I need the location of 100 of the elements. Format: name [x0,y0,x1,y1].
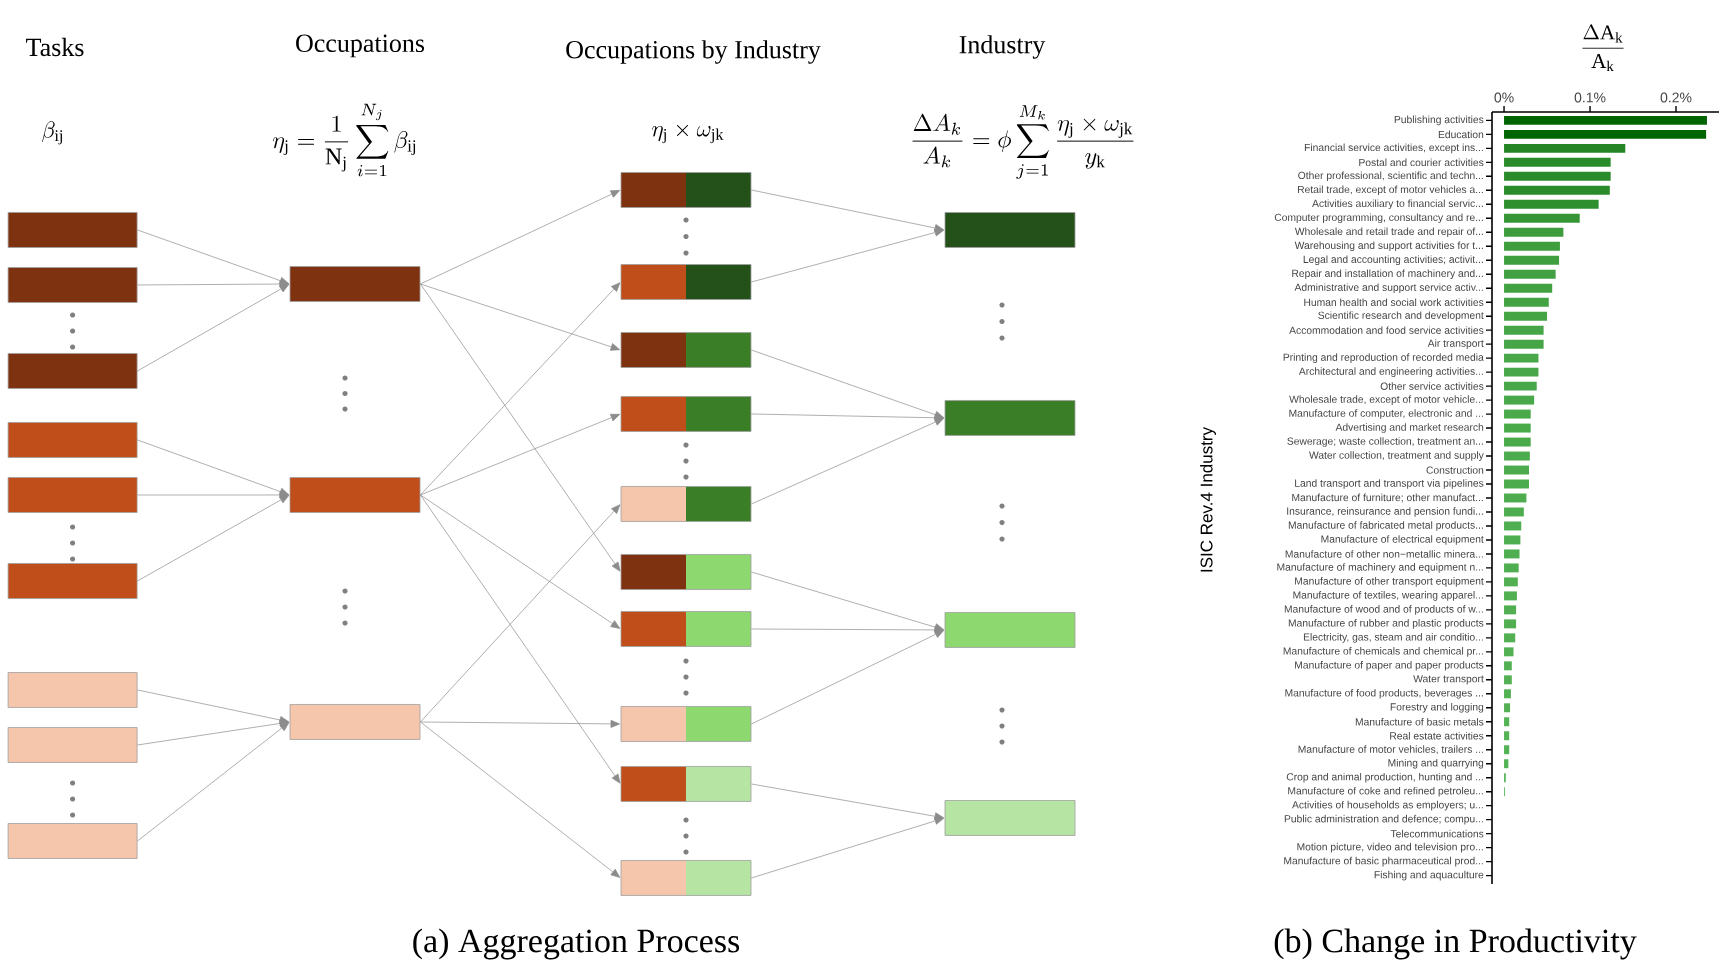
arrow [137,439,290,496]
y-tick-label: Other service activities [1380,382,1484,390]
formula: $\eta_{\mathrm{j}} \times \omega_{\mathrm{jk}}$ [652,124,724,144]
y-tick-label: Activities auxiliary to financial servic... [1312,199,1483,210]
arrow [420,719,620,728]
split-box [620,766,752,802]
task-box [7,267,138,303]
y-tick-label: Electricity, gas, steam and air conditio... [1303,633,1483,643]
y-tick-label: Manufacture of textiles, wearing apparel... [1293,591,1483,601]
y-tick-label: Manufacture of computer, electronic and ... [1289,409,1483,419]
split-box [620,264,752,300]
arrow [751,413,944,422]
bar [1504,731,1510,741]
y-tick-label: Activities of households as employers; u... [1292,800,1483,811]
y-tick-label: Telecommunications [1390,829,1484,838]
split-box [620,706,752,742]
bar [1504,157,1611,167]
arrow [137,495,290,582]
bar [1504,451,1530,461]
y-tick-label: Public administration and defence; compu... [1284,814,1483,825]
task-box [7,823,138,859]
y-tick-label: Manufacture of food products, beverages ... [1285,688,1483,699]
x-tick-label: 0% [1494,92,1514,103]
arrow [137,722,290,842]
y-tick-label: Other professional, scientific and techn... [1298,171,1483,182]
task-box [7,672,138,708]
bar [1504,199,1599,209]
arrow [751,349,945,419]
arrow [137,491,289,499]
bar [1504,311,1548,321]
task-box [7,727,138,763]
arrow [751,626,944,634]
bar [1504,661,1512,671]
arrow [137,280,289,288]
column-heading: Occupations by Industry [566,40,821,64]
y-tick-label: Land transport and transport via pipelines [1295,479,1484,489]
industry-box [944,212,1076,248]
y-tick-label: Manufacture of fabricated metal products... [1288,521,1483,531]
y-tick-label: Manufacture of paper and paper products [1295,661,1484,671]
y-tick-label: Manufacture of furniture; other manufact... [1292,493,1483,503]
bar [1504,759,1509,769]
arrow [420,494,621,629]
arrow [137,689,290,724]
bar [1504,339,1544,349]
axis-title: ISIC Rev.4 Industry [1200,426,1216,572]
split-box [620,611,752,647]
caption: (a) Aggregation Process [413,928,740,960]
task-box [7,422,138,458]
split-box [620,486,752,522]
y-tick-label: Manufacture of basic pharmaceutical prod... [1284,856,1483,867]
y-tick-label: Wholesale trade, except of motor vehicle... [1289,395,1483,405]
caption: (b) Change in Productivity [1274,928,1637,960]
bar [1504,409,1531,419]
y-tick-label: Retail trade, except of motor vehicles a... [1298,185,1483,196]
y-tick-label: Manufacture of other transport equipment [1295,577,1484,587]
arrow [420,413,621,496]
bar [1504,507,1524,517]
y-tick-label: Warehousing and support activities for t... [1294,241,1483,252]
bar [1504,619,1517,629]
y-tick-label: Sewerage; waste collection, treatment an... [1287,437,1483,447]
y-tick-label: Manufacture of other non−metallic minera... [1285,550,1483,558]
task-box [7,353,138,389]
arrow [751,571,945,631]
split-box [620,860,752,896]
bar [1504,297,1549,307]
task-box [7,477,138,513]
axis-title: $\frac{\Delta \mathrm{A}_{\mathrm{k}}}{\mathrm{A}_{\mathrm{k}}}$ [1582,24,1624,72]
column-heading: Occupations [296,34,425,58]
y-tick-label: Repair and installation of machinery and... [1292,269,1483,280]
bar [1504,549,1520,559]
formula: $\eta_{\mathrm{j}} = \frac{1}{\mathrm{N}_{\mathrm{j}}} \sum_{i=1}^{N_j} \beta_{\mathrm{ij}}$ [272,103,416,177]
column-heading: Industry [959,35,1046,59]
bar [1504,143,1626,153]
y-tick-label: Manufacture of machinery and equipment n... [1277,563,1483,573]
bar [1504,689,1511,699]
y-tick-label: Real estate activities [1390,731,1484,740]
y-tick-label: Wholesale and retail trade and repair of... [1294,227,1483,238]
bar [1504,129,1707,139]
bar [1504,479,1529,489]
y-tick-label: Architectural and engineering activities... [1298,367,1483,377]
bar [1504,185,1610,195]
arrow [420,190,621,285]
y-tick-label: Insurance, reinsurance and pension fundi... [1287,507,1483,517]
y-tick-label: Financial service activities, except ins... [1304,143,1483,154]
y-tick-label: Printing and reproduction of recorded media [1283,353,1484,363]
y-tick-label: Scientific research and development [1318,311,1484,321]
y-tick-label: Manufacture of coke and refined petroleu... [1288,786,1483,797]
y-tick-label: Manufacture of chemicals and chemical pr... [1283,647,1483,657]
bar [1504,437,1531,447]
y-tick-label: Forestry and logging [1390,702,1484,713]
bar [1504,605,1517,615]
y-tick-label: Computer programming, consultancy and re... [1274,213,1483,224]
bar [1504,241,1560,251]
y-tick-label: Manufacture of basic metals [1355,717,1484,726]
arrow [751,630,945,725]
y-tick-label: Accommodation and food service activities [1289,326,1484,334]
bar [1504,423,1531,433]
y-tick-label: Manufacture of motor vehicles, trailers ... [1298,745,1483,755]
arrow [420,494,621,784]
bar [1504,745,1510,755]
